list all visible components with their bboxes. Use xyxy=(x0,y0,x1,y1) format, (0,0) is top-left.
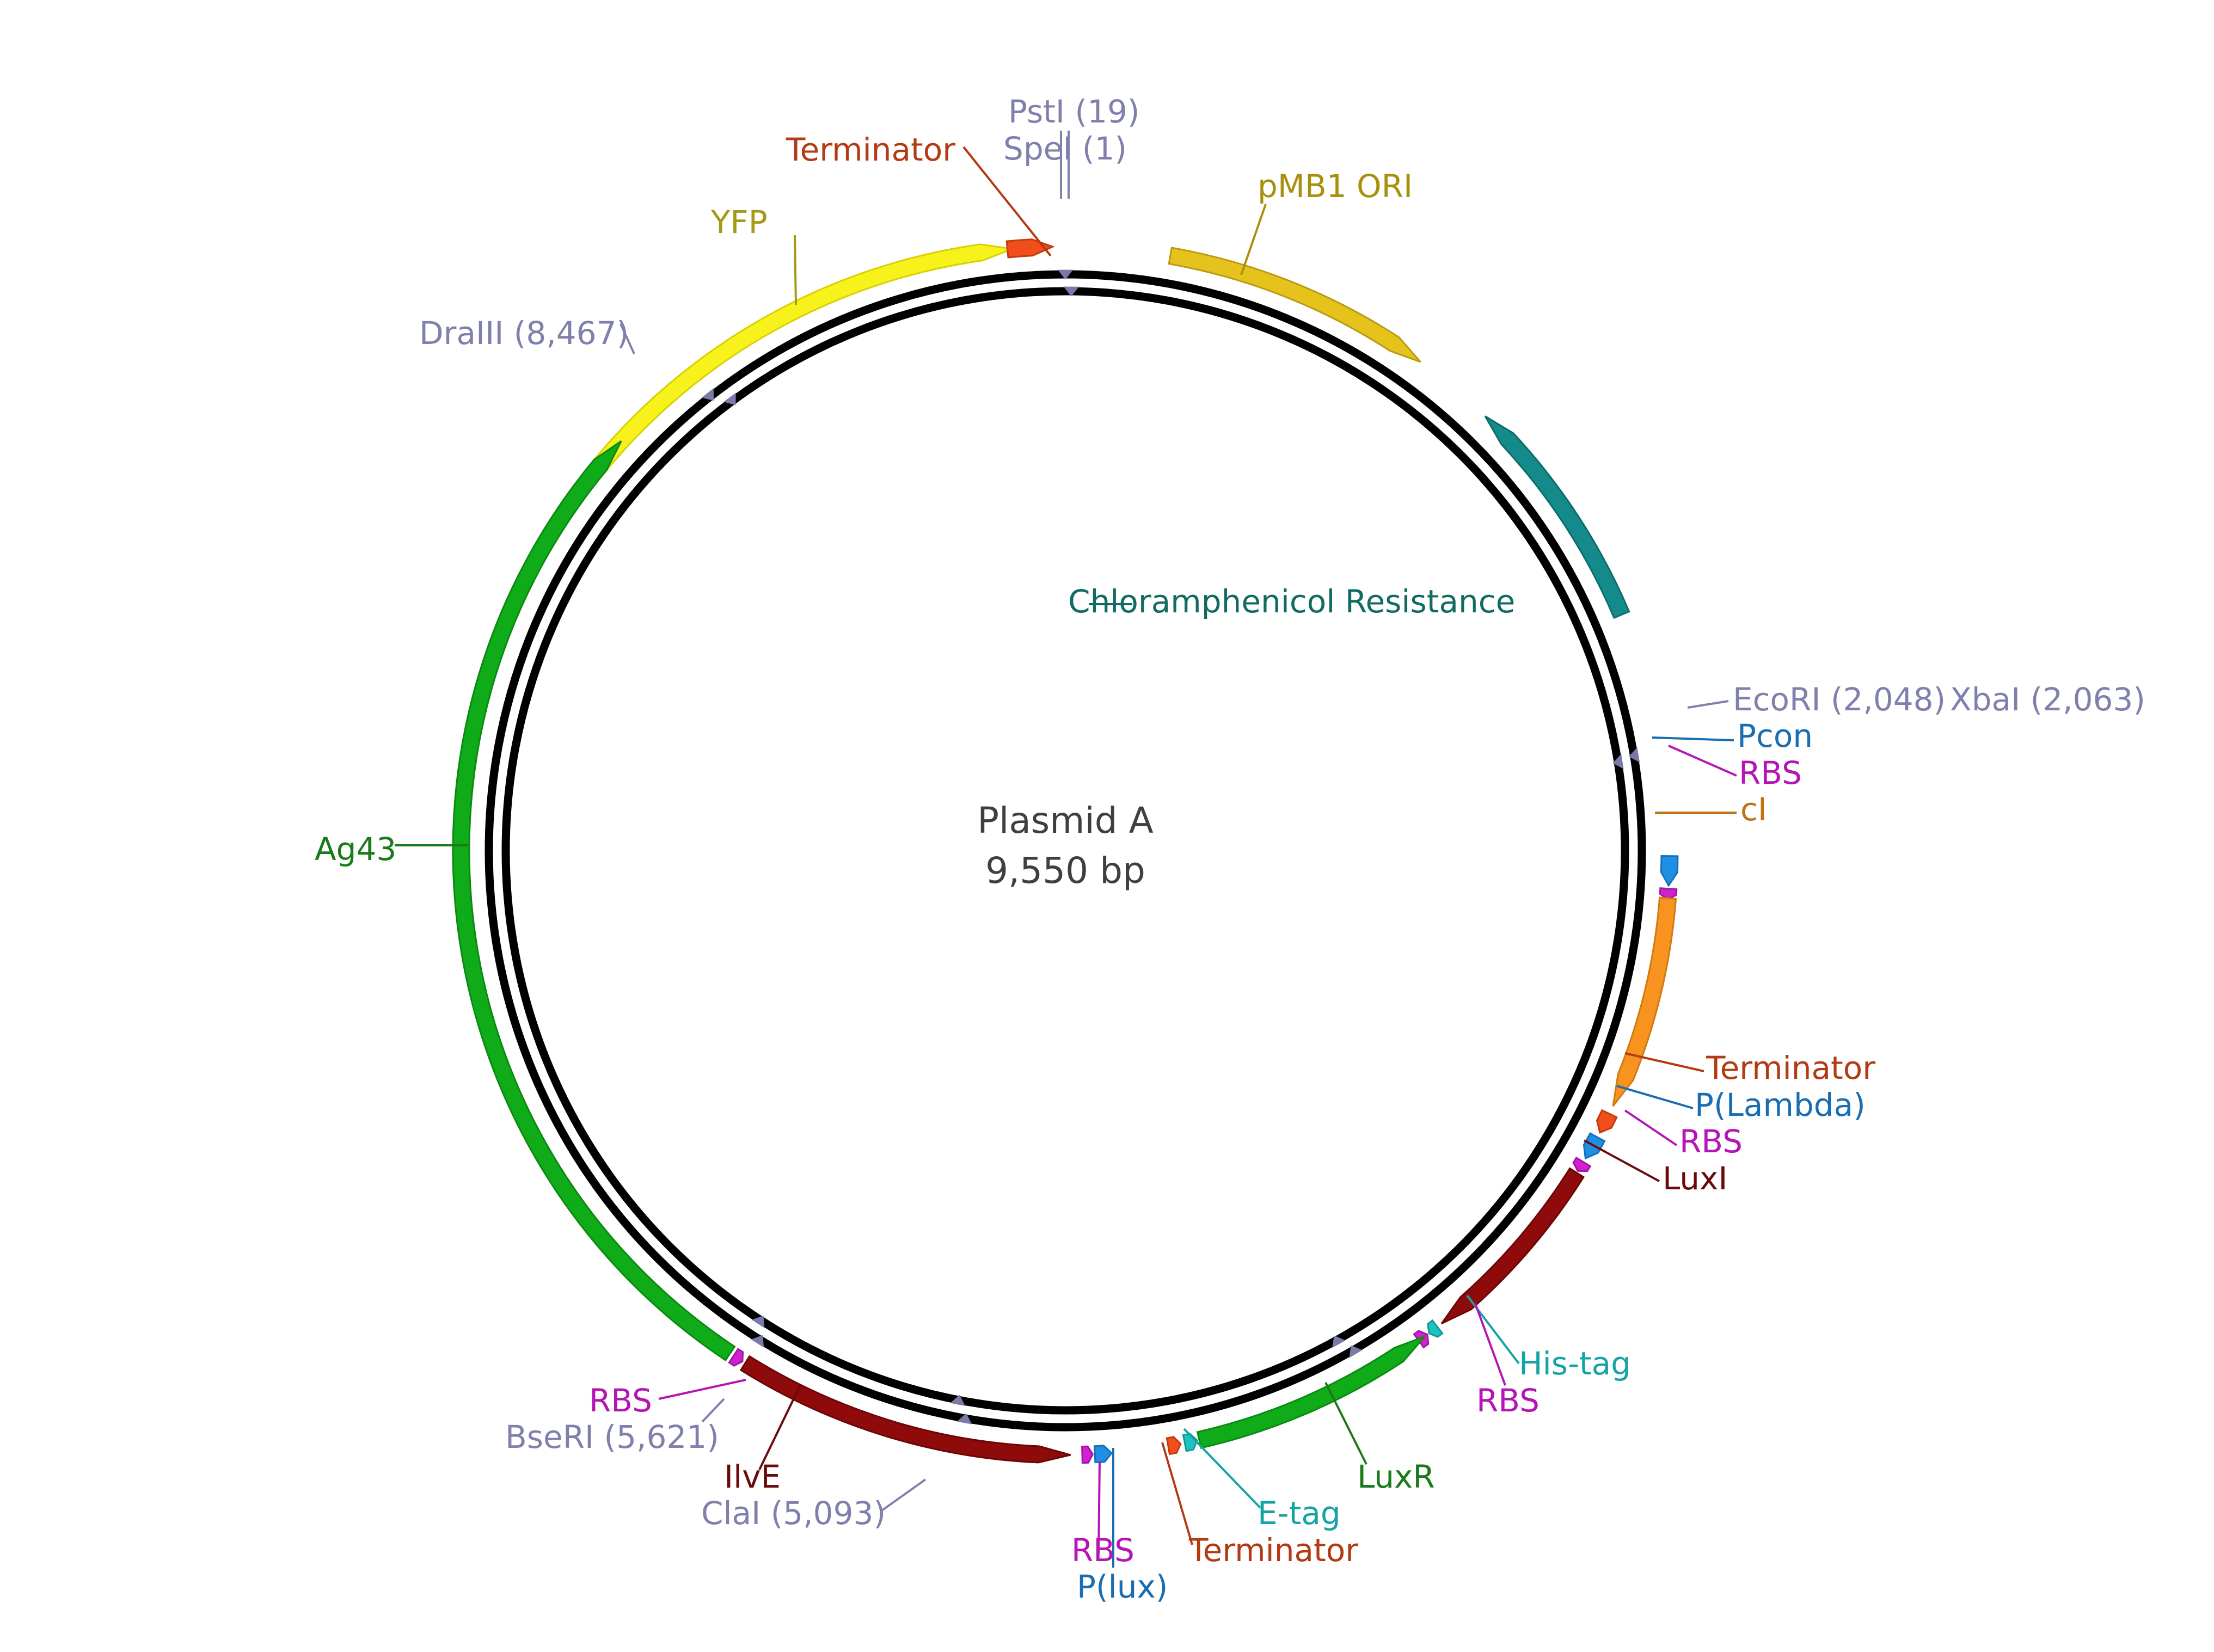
site-label-psti: PstI (19) xyxy=(1008,93,1140,130)
leader-line-13 xyxy=(1324,1382,1367,1465)
site-marker-11 xyxy=(751,1315,765,1328)
site-markers xyxy=(701,269,1640,1424)
site-marker-6 xyxy=(1349,1345,1363,1358)
site-marker-10 xyxy=(751,1335,764,1348)
label-rbs-1: RBS xyxy=(1739,754,1802,791)
plasmid-name: Plasmid A xyxy=(977,800,1154,842)
plasmid-length: 9,550 bp xyxy=(985,850,1145,892)
site-marker-8 xyxy=(956,1413,972,1424)
label-pmb1-ori: pMB1 ORI xyxy=(1258,168,1413,205)
leader-line-9 xyxy=(1624,1109,1678,1146)
feature-rbs-17 xyxy=(1081,1445,1094,1464)
feature-ilve-18 xyxy=(739,1355,1071,1464)
feature-terminator-15 xyxy=(1166,1436,1182,1456)
site-marker-7 xyxy=(1332,1335,1346,1348)
feature-pmb1-ori-2 xyxy=(1168,247,1421,363)
leader-line-17 xyxy=(1097,1461,1101,1555)
label-ci: cI xyxy=(1740,791,1767,828)
site-label-clai: ClaI (5,093) xyxy=(701,1495,886,1532)
leader-lines xyxy=(395,131,1737,1568)
site-label-draiii: DraIII (8,467) xyxy=(419,315,629,352)
label-luxr: LuxR xyxy=(1357,1458,1435,1495)
leader-line-2 xyxy=(1240,204,1267,275)
label-p-lambda: P(Lambda) xyxy=(1695,1086,1866,1123)
label-ag43: Ag43 xyxy=(315,831,396,868)
feature-terminator-7 xyxy=(1596,1109,1618,1134)
label-p-lux: P(lux) xyxy=(1077,1568,1168,1605)
label-e-tag: E-tag xyxy=(1258,1495,1341,1532)
label-terminator-3: Terminator xyxy=(1188,1532,1358,1569)
label-rbs-2: RBS xyxy=(1679,1123,1743,1160)
label-terminator-2: Terminator xyxy=(1706,1049,1875,1086)
feature-luxi-10 xyxy=(1440,1167,1585,1325)
feature-pcon-4 xyxy=(1660,855,1679,887)
site-label-xbai: XbaI (2,063) xyxy=(1950,681,2145,718)
feature-rbs-19 xyxy=(728,1348,744,1367)
feature-labels: YFP Terminator pMB1 ORI Chloramphenicol … xyxy=(315,131,1875,1605)
leader-line-5 xyxy=(1668,745,1737,777)
leader-line-22 xyxy=(620,323,635,354)
feature-p-lux-16 xyxy=(1093,1445,1113,1464)
leader-line-15 xyxy=(1161,1442,1193,1545)
leader-line-19 xyxy=(658,1379,746,1400)
label-yfp: YFP xyxy=(710,204,768,241)
site-marker-4 xyxy=(701,388,714,401)
leader-line-1 xyxy=(962,146,1052,257)
site-label-bseri: BseRI (5,621) xyxy=(505,1418,719,1456)
label-rbs-3: RBS xyxy=(1476,1382,1540,1419)
leader-line-24 xyxy=(881,1478,927,1512)
label-terminator-top: Terminator xyxy=(786,131,955,168)
leader-line-14 xyxy=(1183,1428,1261,1509)
site-marker-2 xyxy=(1628,747,1640,763)
site-marker-9 xyxy=(950,1395,965,1407)
site-marker-3 xyxy=(1612,754,1624,769)
label-rbs-5: RBS xyxy=(589,1382,652,1419)
feature-chloramphenicol-resistance-3 xyxy=(1484,415,1630,619)
feature-luxr-13 xyxy=(1196,1335,1426,1449)
label-ilve: IlvE xyxy=(724,1458,781,1495)
label-rbs-4: RBS xyxy=(1071,1532,1134,1569)
leader-line-18 xyxy=(758,1385,801,1470)
site-marker-5 xyxy=(723,392,736,406)
label-his-tag: His-tag xyxy=(1519,1345,1631,1382)
site-labels: PstI (19) SpeI (1) EcoRI (2,048) XbaI (2… xyxy=(419,93,2145,1532)
label-chloramphenicol-resistance: Chloramphenicol Resistance xyxy=(1068,583,1515,620)
leader-line-4 xyxy=(1652,736,1734,741)
site-label-ecori: EcoRI (2,048) xyxy=(1733,681,1946,718)
leader-line-21 xyxy=(1687,700,1729,709)
leader-line-7 xyxy=(1624,1052,1704,1072)
feature-arcs xyxy=(452,238,1679,1464)
site-marker-1 xyxy=(1063,286,1079,297)
label-pcon: Pcon xyxy=(1737,717,1813,754)
site-marker-0 xyxy=(1058,269,1073,280)
feature-ag43-20 xyxy=(452,440,736,1362)
site-label-spei: SpeI (1) xyxy=(1003,130,1127,167)
leader-line-23 xyxy=(701,1398,725,1423)
leader-line-0 xyxy=(794,235,797,305)
leader-line-8 xyxy=(1616,1085,1694,1109)
leader-line-10 xyxy=(1584,1139,1660,1182)
feature-rbs-5 xyxy=(1659,887,1678,900)
leader-line-12 xyxy=(1474,1303,1506,1386)
feature-his-tag-11 xyxy=(1427,1319,1444,1338)
label-luxi: LuxI xyxy=(1663,1160,1727,1197)
backbone-inner-ring xyxy=(501,287,1629,1415)
feature-rbs-9 xyxy=(1572,1156,1592,1172)
